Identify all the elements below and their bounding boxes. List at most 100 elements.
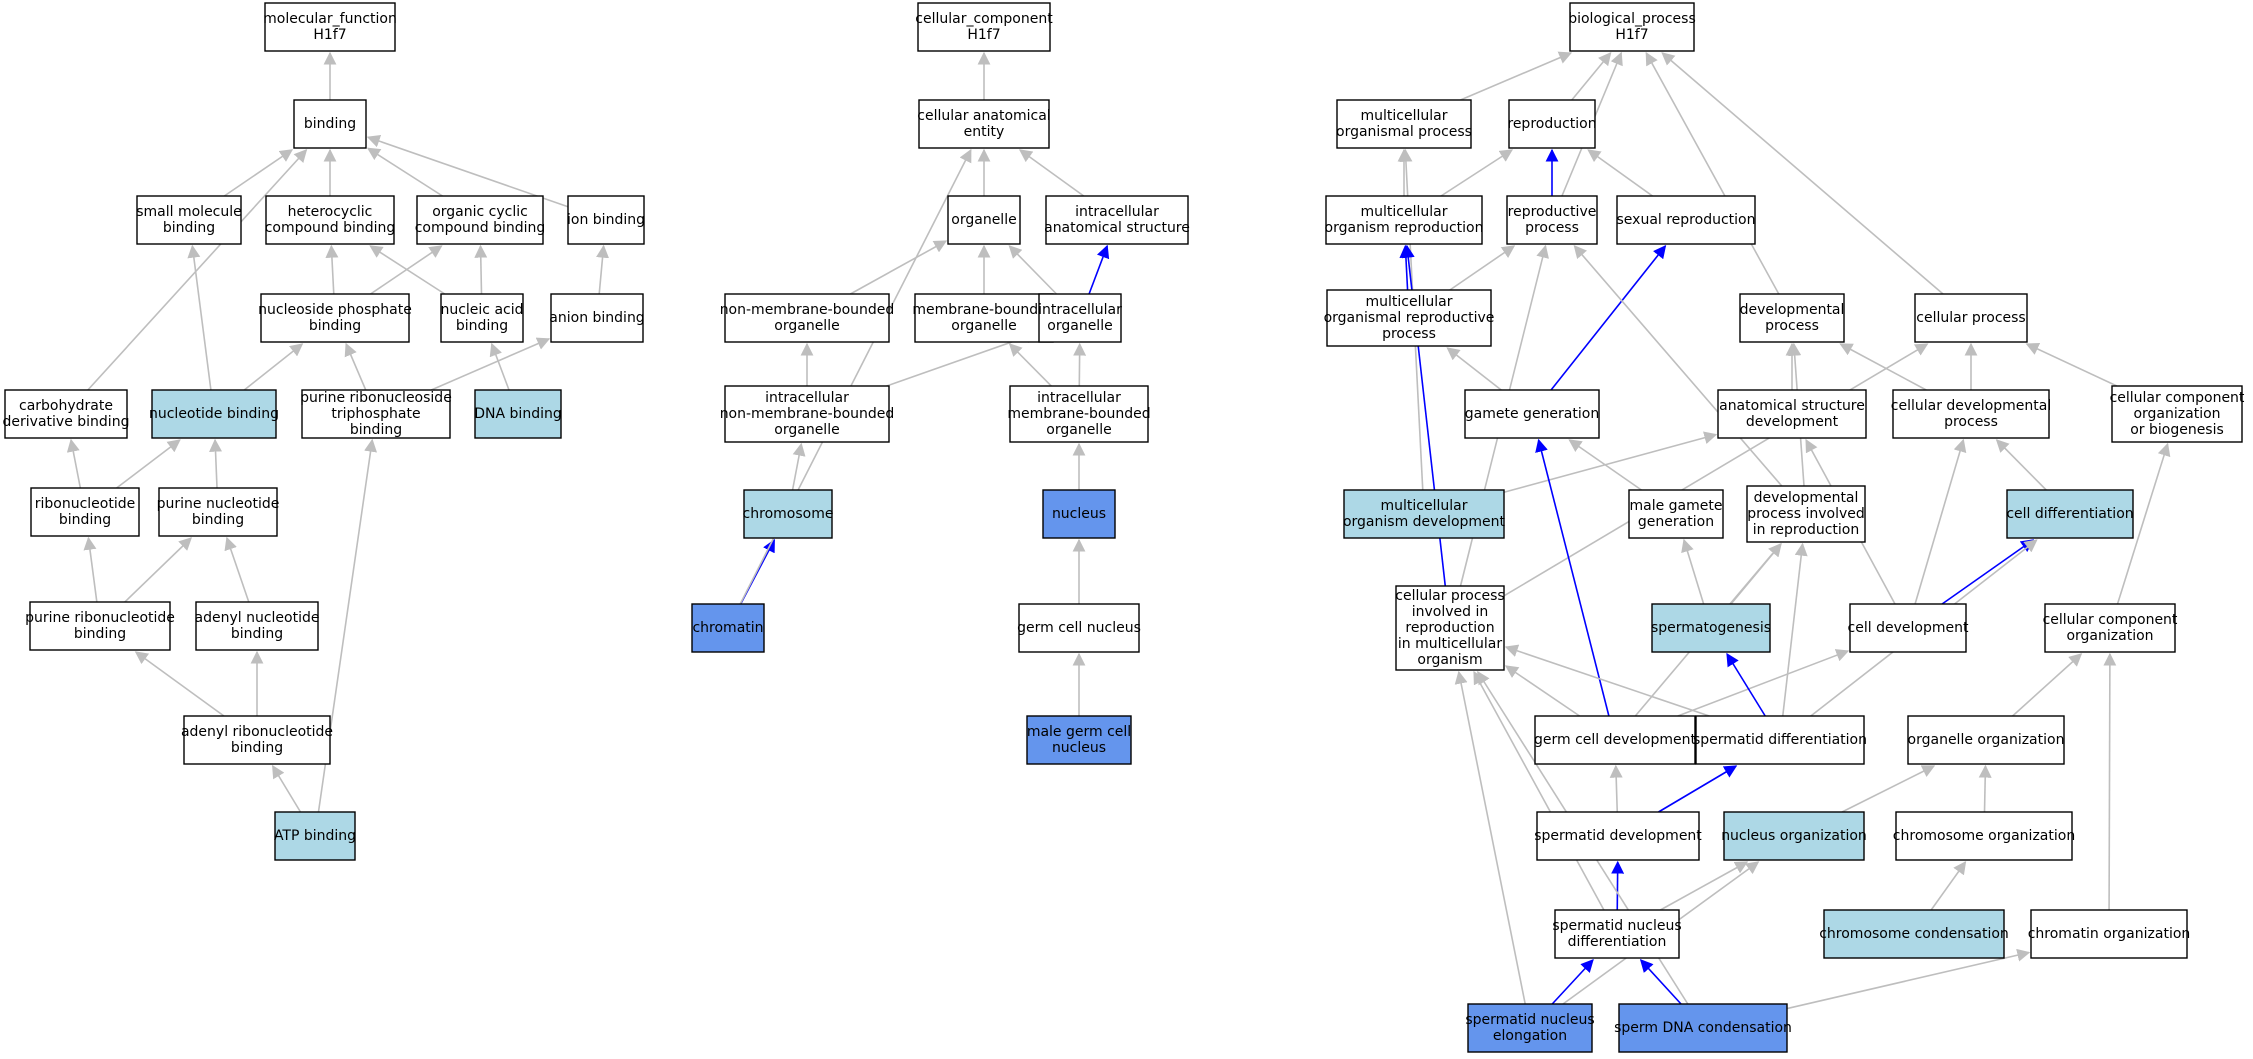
node-label-line: DNA binding xyxy=(474,406,561,422)
node-box xyxy=(1325,195,1483,245)
node-sdev[interactable]: spermatid development xyxy=(1534,811,1702,861)
node-box xyxy=(1849,603,1967,653)
node-binding[interactable]: binding xyxy=(293,99,367,149)
node-box xyxy=(724,385,890,443)
node-label-line: membrane-bounded xyxy=(1007,406,1150,422)
edge-io-to-organelle xyxy=(1008,245,1058,295)
node-sdc[interactable]: sperm DNA condensation xyxy=(1614,1003,1792,1053)
node-chromatin[interactable]: chromatin xyxy=(691,603,765,653)
node-nucleus[interactable]: nucleus xyxy=(1042,489,1116,539)
node-sexrep[interactable]: sexual reproduction xyxy=(1616,195,1756,245)
node-label-line: anatomical structure xyxy=(1719,398,1865,414)
node-label-line: developmental xyxy=(1754,490,1859,506)
edge-mor-to-repro xyxy=(1440,149,1514,197)
node-label-line: membrane-bounded xyxy=(912,302,1055,318)
node-label-line: purine ribonucleotide xyxy=(25,610,175,626)
edge-spermato-to-mgg xyxy=(1681,538,1705,605)
node-celldiff[interactable]: cell differentiation xyxy=(2006,489,2134,539)
node-gcd[interactable]: germ cell development xyxy=(1534,715,1697,765)
node-label-line: cellular component xyxy=(2043,612,2178,628)
node-dna[interactable]: DNA binding xyxy=(474,389,562,439)
node-label-line: ribonucleotide xyxy=(35,496,136,512)
node-atp[interactable]: ATP binding xyxy=(274,811,356,861)
node-sdiff[interactable]: spermatid differentiation xyxy=(1693,715,1867,765)
node-ion[interactable]: ion binding xyxy=(567,195,645,245)
node-repro[interactable]: reproduction xyxy=(1507,99,1597,149)
node-box xyxy=(1506,195,1598,245)
node-box xyxy=(743,489,833,539)
node-label-line: nucleus organization xyxy=(1721,828,1867,844)
node-cellproc[interactable]: cellular process xyxy=(1914,293,2028,343)
node-chromorg[interactable]: chromosome organization xyxy=(1893,811,2075,861)
node-label-line: nucleotide binding xyxy=(149,406,279,422)
node-orgorg[interactable]: organelle organization xyxy=(1907,715,2065,765)
node-label-line: organismal reproductive xyxy=(1324,310,1495,326)
node-gcn[interactable]: germ cell nucleus xyxy=(1017,603,1141,653)
node-gamgen[interactable]: gamete generation xyxy=(1464,389,1600,439)
node-nucorg[interactable]: nucleus organization xyxy=(1721,811,1867,861)
node-chromcond[interactable]: chromosome condensation xyxy=(1819,909,2009,959)
node-nucleotide[interactable]: nucleotide binding xyxy=(149,389,279,439)
node-label-line: nucleic acid xyxy=(440,302,523,318)
node-chromatinorg[interactable]: chromatin organization xyxy=(2028,909,2191,959)
node-label-line: organism xyxy=(1417,652,1482,668)
node-label-line: purine ribonucleoside xyxy=(300,390,452,406)
node-organelle[interactable]: organelle xyxy=(947,195,1021,245)
node-box xyxy=(1009,385,1149,443)
edge-sdiff-to-cpirmo xyxy=(1504,644,1710,717)
node-celldev[interactable]: cell development xyxy=(1848,603,1969,653)
edge-mgg-to-gamgen xyxy=(1568,439,1642,491)
node-anion[interactable]: anion binding xyxy=(549,293,645,343)
node-label-line: purine nucleotide xyxy=(157,496,280,512)
node-label-line: generation xyxy=(1638,514,1714,530)
edge-chromatinorg-to-cco xyxy=(2103,652,2117,911)
node-box xyxy=(158,487,278,537)
edge-chromcond-to-chromorg xyxy=(1930,860,1967,911)
node-chromosome[interactable]: chromosome xyxy=(743,489,834,539)
edge-ias-to-cae xyxy=(1018,149,1085,197)
node-box xyxy=(30,487,140,537)
node-label-line: intracellular xyxy=(1037,390,1121,406)
node-inmbo[interactable]: intracellularnon-membrane-boundedorganel… xyxy=(720,385,895,443)
node-spermato[interactable]: spermatogenesis xyxy=(1651,603,1771,653)
edge-sne-to-snd xyxy=(1551,959,1594,1005)
node-label-line: process xyxy=(1944,414,1998,430)
